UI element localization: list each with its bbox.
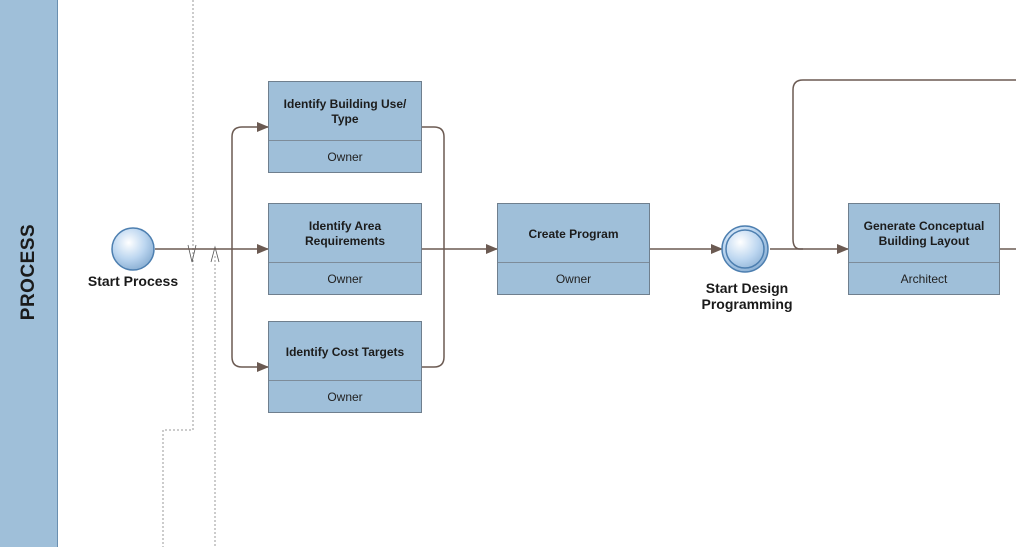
junction-marks [187, 244, 220, 263]
task-role: Owner [269, 380, 421, 412]
flow-to-cost-targets [231, 249, 269, 372]
flow-loop-back [792, 79, 1016, 250]
start-event-circle [111, 227, 155, 271]
task-identify-building-use[interactable]: Identify Building Use/ Type Owner [268, 81, 422, 173]
task-identify-area-requirements[interactable]: Identify Area Requirements Owner [268, 203, 422, 295]
task-title: Identify Cost Targets [285, 344, 405, 359]
task-generate-conceptual-layout[interactable]: Generate Conceptual Building Layout Arch… [848, 203, 1000, 295]
start-event-label: Start Process [87, 273, 179, 289]
task-title: Identify Area Requirements [304, 219, 386, 248]
task-role: Owner [269, 262, 421, 294]
task-role: Owner [498, 262, 649, 294]
association-line [162, 0, 194, 547]
task-identify-cost-targets[interactable]: Identify Cost Targets Owner [268, 321, 422, 413]
start-design-label: Start Design Programming [701, 280, 793, 312]
intermediate-event [721, 225, 769, 273]
flow-to-building-use [231, 122, 269, 249]
flow-from-building-use [422, 126, 445, 249]
task-role: Architect [849, 262, 999, 294]
task-role: Owner [269, 140, 421, 172]
task-title: Generate Conceptual Building Layout [863, 219, 985, 248]
task-title: Identify Building Use/ Type [283, 97, 407, 126]
flow-from-cost-targets [422, 249, 445, 368]
swimlane-header: PROCESS [0, 0, 58, 547]
task-create-program[interactable]: Create Program Owner [497, 203, 650, 295]
task-title: Create Program [528, 226, 619, 241]
association-lines [162, 0, 216, 547]
